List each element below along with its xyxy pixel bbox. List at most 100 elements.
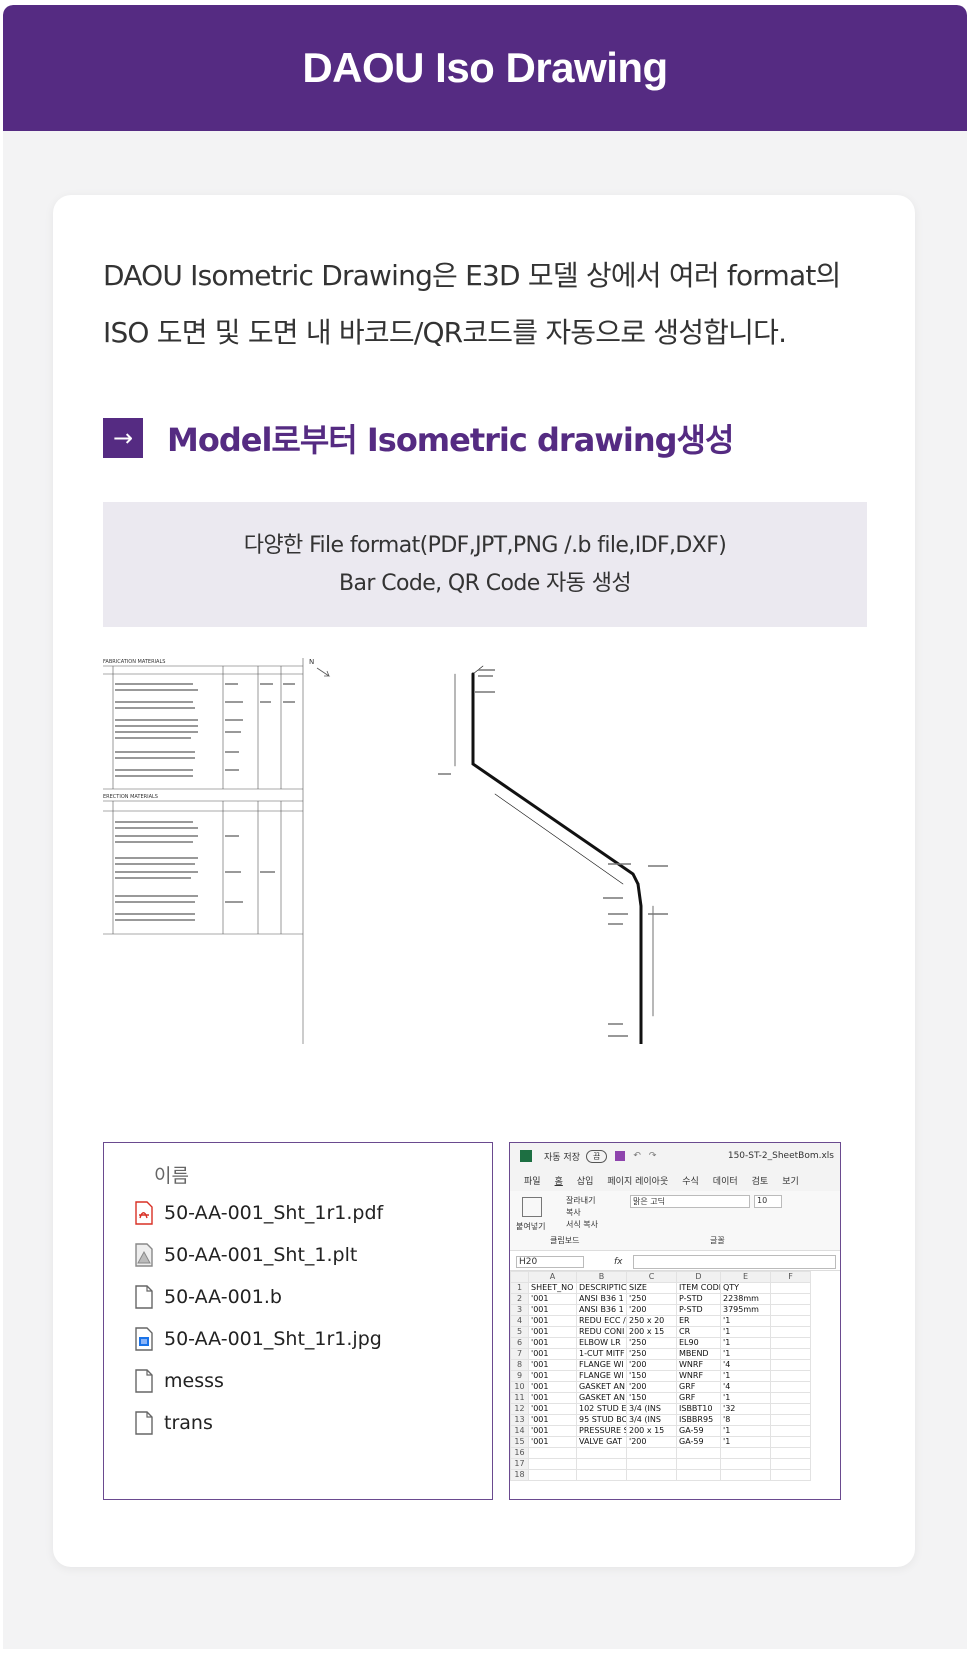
- cell[interactable]: [770, 1348, 811, 1360]
- cell[interactable]: '001: [528, 1315, 577, 1327]
- row-number[interactable]: 6: [510, 1337, 529, 1349]
- cell[interactable]: FLANGE WI: [576, 1370, 627, 1382]
- cell[interactable]: '001: [528, 1414, 577, 1426]
- file-item-jpg[interactable]: 50-AA-001_Sht_1r1.jpg: [134, 1327, 382, 1351]
- menu-data[interactable]: 데이터: [712, 1176, 738, 1187]
- cell[interactable]: [528, 1458, 577, 1470]
- cell[interactable]: '1: [720, 1425, 771, 1437]
- cell[interactable]: QTY: [720, 1282, 771, 1294]
- cell[interactable]: '1: [720, 1326, 771, 1338]
- cut-button[interactable]: 잘라내기: [566, 1196, 596, 1205]
- row-number[interactable]: 14: [510, 1425, 529, 1437]
- cell[interactable]: [770, 1469, 811, 1481]
- cell[interactable]: [626, 1447, 677, 1459]
- cell[interactable]: '001: [528, 1348, 577, 1360]
- cell[interactable]: 200 x 15: [626, 1425, 677, 1437]
- column-header[interactable]: D: [676, 1271, 721, 1283]
- file-item-trans[interactable]: trans: [134, 1411, 213, 1435]
- autosave-toggle[interactable]: 끔: [585, 1149, 608, 1163]
- cell[interactable]: '200: [626, 1436, 677, 1448]
- cell[interactable]: '250: [626, 1348, 677, 1360]
- cell[interactable]: 2238mm: [720, 1293, 771, 1305]
- row-number[interactable]: 15: [510, 1436, 529, 1448]
- row-number[interactable]: 16: [510, 1447, 529, 1459]
- cell[interactable]: 3795mm: [720, 1304, 771, 1316]
- cell[interactable]: [770, 1359, 811, 1371]
- cell[interactable]: [770, 1293, 811, 1305]
- cell[interactable]: SHEET_NO: [528, 1282, 577, 1294]
- paste-icon[interactable]: [522, 1197, 542, 1217]
- menu-formulas[interactable]: 수식: [682, 1176, 699, 1187]
- cell[interactable]: 250 x 20: [626, 1315, 677, 1327]
- column-header[interactable]: F: [770, 1271, 811, 1283]
- cell[interactable]: '4: [720, 1359, 771, 1371]
- cell[interactable]: '001: [528, 1392, 577, 1404]
- redo-icon[interactable]: ↷: [648, 1151, 657, 1161]
- font-select[interactable]: 맑은 고딕: [630, 1195, 750, 1208]
- cell[interactable]: [770, 1282, 811, 1294]
- cell[interactable]: '250: [626, 1293, 677, 1305]
- cell[interactable]: [770, 1326, 811, 1338]
- font-size-select[interactable]: 10: [754, 1195, 782, 1208]
- cell[interactable]: [576, 1447, 627, 1459]
- row-number[interactable]: 12: [510, 1403, 529, 1415]
- row-number[interactable]: 7: [510, 1348, 529, 1360]
- cell[interactable]: [676, 1469, 721, 1481]
- cell[interactable]: 3/4 (INS: [626, 1414, 677, 1426]
- file-item-b[interactable]: 50-AA-001.b: [134, 1285, 282, 1309]
- cell[interactable]: 3/4 (INS: [626, 1403, 677, 1415]
- fx-icon[interactable]: fx: [614, 1256, 623, 1267]
- cell[interactable]: [770, 1337, 811, 1349]
- name-box[interactable]: H20: [516, 1255, 584, 1268]
- cell[interactable]: DESCRIPTIC: [576, 1282, 627, 1294]
- cell[interactable]: '001: [528, 1359, 577, 1371]
- cell[interactable]: [676, 1458, 721, 1470]
- cell[interactable]: [720, 1469, 771, 1481]
- cell[interactable]: [528, 1469, 577, 1481]
- cell[interactable]: '1: [720, 1337, 771, 1349]
- cell[interactable]: CR: [676, 1326, 721, 1338]
- file-item-plt[interactable]: 50-AA-001_Sht_1.plt: [134, 1243, 357, 1267]
- cell[interactable]: [720, 1458, 771, 1470]
- column-header[interactable]: B: [576, 1271, 627, 1283]
- cell[interactable]: [770, 1447, 811, 1459]
- menu-file[interactable]: 파일: [524, 1176, 541, 1187]
- row-number[interactable]: 10: [510, 1381, 529, 1393]
- cell[interactable]: '001: [528, 1326, 577, 1338]
- cell[interactable]: ITEM CODE: [676, 1282, 721, 1294]
- cell[interactable]: 200 x 15: [626, 1326, 677, 1338]
- cell[interactable]: '001: [528, 1304, 577, 1316]
- cell[interactable]: '200: [626, 1381, 677, 1393]
- cell[interactable]: GRF: [676, 1381, 721, 1393]
- menu-insert[interactable]: 삽입: [576, 1176, 594, 1187]
- cell[interactable]: ANSI B36 1: [576, 1304, 627, 1316]
- cell[interactable]: GA-59: [676, 1425, 721, 1437]
- cell[interactable]: WNRF: [676, 1370, 721, 1382]
- cell[interactable]: [626, 1458, 677, 1470]
- cell[interactable]: [676, 1447, 721, 1459]
- column-header[interactable]: C: [626, 1271, 677, 1283]
- cell[interactable]: [576, 1458, 627, 1470]
- cell[interactable]: ISBBT10: [676, 1403, 721, 1415]
- cell[interactable]: [770, 1414, 811, 1426]
- cell[interactable]: REDU CONI: [576, 1326, 627, 1338]
- copy-button[interactable]: 복사: [566, 1208, 581, 1217]
- row-number[interactable]: 2: [510, 1293, 529, 1305]
- cell[interactable]: ANSI B36 1: [576, 1293, 627, 1305]
- cell[interactable]: [528, 1447, 577, 1459]
- undo-icon[interactable]: ↶: [633, 1151, 641, 1161]
- cell[interactable]: '200: [626, 1359, 677, 1371]
- cell[interactable]: '8: [720, 1414, 771, 1426]
- cell[interactable]: '001: [528, 1403, 577, 1415]
- cell[interactable]: FLANGE WI: [576, 1359, 627, 1371]
- cell[interactable]: '1: [720, 1315, 771, 1327]
- row-number[interactable]: 9: [510, 1370, 529, 1382]
- cell[interactable]: ER: [676, 1315, 721, 1327]
- cell[interactable]: ISBBR95: [676, 1414, 721, 1426]
- row-number[interactable]: 4: [510, 1315, 529, 1327]
- cell[interactable]: GASKET AN: [576, 1381, 627, 1393]
- cell[interactable]: '1: [720, 1436, 771, 1448]
- cell[interactable]: [770, 1370, 811, 1382]
- row-number[interactable]: 13: [510, 1414, 529, 1426]
- cell[interactable]: '250: [626, 1337, 677, 1349]
